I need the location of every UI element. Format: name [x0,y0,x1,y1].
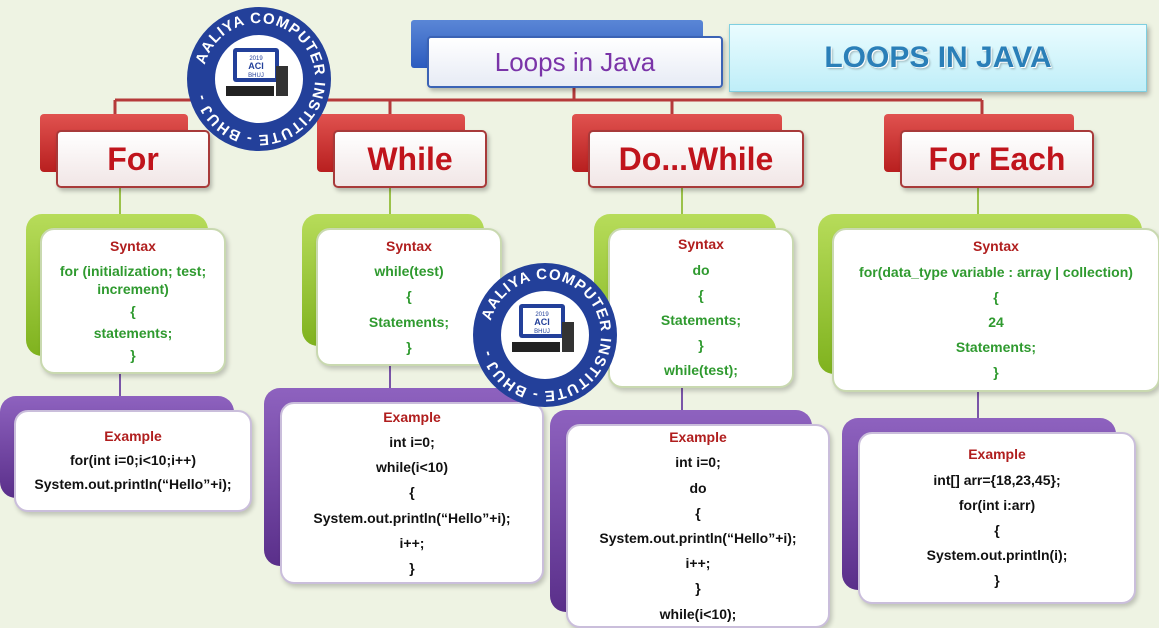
example-while: Example int i=0; while(i<10) { System.ou… [280,402,544,584]
example-line: System.out.println(“Hello”+i); [599,530,797,546]
category-dowhile: Do...While [588,130,804,188]
root-title: Loops in Java [494,46,656,77]
syntax-line: } [993,364,999,381]
example-line: System.out.println(“Hello”+i); [34,475,232,492]
example-line: int i=0; [675,454,721,471]
syntax-line: while(test); [664,362,738,379]
syntax-line: Statements; [368,313,450,330]
example-line: } [409,559,415,576]
example-for: Example for(int i=0;i<10;i++) System.out… [14,410,252,512]
logo-aci: ACI [534,317,550,327]
example-line: } [695,580,701,597]
syntax-header: Syntax [678,236,724,253]
example-header: Example [669,429,727,446]
page-banner: LOOPS IN JAVA [729,24,1147,92]
syntax-line: for(data_type variable : array | collect… [859,263,1133,280]
syntax-line: increment) [97,280,169,297]
root-node: Loops in Java [427,36,723,88]
syntax-dowhile: Syntax do { Statements; } while(test); [608,228,794,388]
syntax-header: Syntax [110,238,156,255]
logo-bhuj: BHUJ [248,73,264,79]
example-line: for(int i=0;i<10;i++) [69,452,197,469]
syntax-line: 24 [988,314,1004,330]
syntax-line: } [698,337,704,354]
institute-logo-icon: AALIYA COMPUTER INSTITUTE - BHUJ - 2019 … [473,263,617,407]
syntax-while: Syntax while(test) { Statements; } [316,228,502,366]
category-foreach: For Each [900,130,1094,188]
syntax-line: } [130,347,136,364]
example-header: Example [104,428,162,445]
example-line: while(i<10); [659,605,737,622]
syntax-line: Statements; [660,312,742,328]
example-line: { [994,522,1000,538]
syntax-line: while(test) [374,263,444,280]
institute-logo-icon: AALIYA COMPUTER INSTITUTE - BHUJ - 2019 … [187,7,331,151]
logo-bhuj: BHUJ [534,329,550,335]
banner-title: LOOPS IN JAVA [824,41,1052,74]
syntax-line: statements; [93,325,173,342]
example-header: Example [383,408,441,425]
example-line: do [689,479,707,496]
example-line: } [994,572,1000,589]
syntax-line: Statements; [955,339,1037,356]
category-while: While [333,130,487,188]
example-line: System.out.println(“Hello”+i); [313,509,511,526]
example-line: int[] arr={18,23,45}; [933,471,1061,488]
syntax-line: } [406,338,412,355]
category-label: While [367,140,453,177]
example-line: { [695,504,701,521]
example-line: i++; [685,555,711,572]
syntax-header: Syntax [386,238,432,255]
example-dowhile: Example int i=0; do { System.out.println… [566,424,830,628]
logo-aci: ACI [248,61,264,71]
syntax-header: Syntax [973,238,1019,255]
syntax-line: { [130,303,136,319]
example-line: System.out.println(i); [926,547,1068,564]
syntax-foreach: Syntax for(data_type variable : array | … [832,228,1159,392]
example-line: { [409,484,415,501]
syntax-line: do [692,261,710,278]
syntax-line: { [406,288,412,305]
category-for: For [56,130,210,188]
example-line: int i=0; [389,434,435,451]
logo-year: 2019 [249,56,263,62]
example-line: i++; [399,534,425,551]
syntax-line: for (initialization; test; [59,262,207,279]
logo-year: 2019 [535,312,549,318]
category-label: For [107,140,159,177]
example-header: Example [968,446,1026,463]
example-foreach: Example int[] arr={18,23,45}; for(int i:… [858,432,1136,604]
example-line: while(i<10) [376,459,448,476]
example-line: for(int i:arr) [958,496,1036,513]
syntax-line: { [993,288,999,305]
syntax-line: { [698,286,704,303]
category-label: For Each [928,140,1066,177]
category-label: Do...While [618,140,774,177]
syntax-for: Syntax for (initialization; test; increm… [40,228,226,374]
